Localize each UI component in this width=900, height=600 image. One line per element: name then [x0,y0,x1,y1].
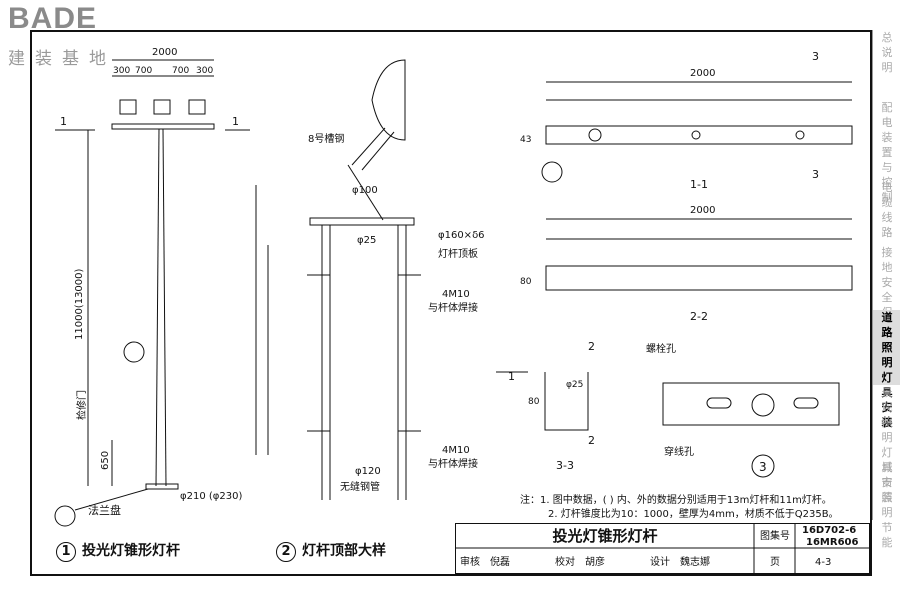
v1-section-right: 1 [232,115,239,128]
s33-mark-bottom: 2 [588,434,595,447]
note-2: 2. 灯杆锥度比为10：1000，壁厚为4mm，材质不低于Q235B。 [548,509,839,520]
s33-hole: φ25 [566,380,583,390]
s11-label: 1-1 [690,178,708,191]
d3-bolt-hole: 螺栓孔 [646,342,676,355]
s11-depth: 43 [520,135,531,145]
v1-base-h: 650 [100,451,111,470]
s22-label: 2-2 [690,310,708,323]
atlas-no-2: 16MR606 [806,537,859,548]
v1-base-dia: φ210 (φ230) [180,491,242,502]
s22-depth: 80 [520,277,532,287]
drawing-title: 投光灯锥形灯杆 [552,527,658,545]
v2-d100: φ100 [352,185,378,196]
sidebar-item-6[interactable]: 城市照明节能 [872,460,900,549]
v2-channel: 8号槽钢 [308,132,344,145]
v1-door-label: 检修门 [75,390,88,420]
page-no: 4-3 [815,557,832,568]
s33-mark-top: 2 [588,340,595,353]
atlas-no: 16D702-6 [802,525,857,536]
s33-label: 3-3 [556,459,574,472]
d3-wire-hole: 穿线孔 [664,445,694,458]
v2-d120: φ120 [355,466,381,477]
s11-mark-top: 3 [812,50,819,63]
v1-dim-d: 300 [196,66,213,76]
view1-caption: 1 投光灯锥形灯杆 [56,540,180,562]
checker: 胡彦 [585,557,605,568]
d3-num: 3 [759,460,767,474]
sidebar-item-0[interactable]: 总说明 [872,30,900,100]
v1-dim-b: 700 [135,66,152,76]
sidebar-item-2[interactable]: 电缆线路 [872,180,900,245]
v2-bolt: 4M10 [442,289,470,300]
view1-title: 投光灯锥形灯杆 [82,543,180,559]
designer: 魏志娜 [680,557,710,568]
sidebar-item-5[interactable]: 景观照明灯具安装 [872,385,900,504]
v1-flange: 法兰盘 [88,503,121,517]
view1-num: 1 [56,542,76,562]
design-label: 设计 [650,557,670,568]
s22-total: 2000 [690,205,715,216]
v2-tube: 无缝钢管 [340,480,380,493]
v2-bolt-2: 4M10 [442,445,470,456]
v1-dim-c: 700 [172,66,189,76]
sidebar-item-4[interactable]: 道路照明灯具安装 [872,310,900,429]
drawing-frame [30,30,872,576]
v2-plate: φ160×δ6 [438,230,485,241]
view2-title: 灯杆顶部大样 [302,543,386,559]
view2-num: 2 [276,542,296,562]
brand-logo: BADE [8,2,98,35]
s33-side: 1 [508,370,515,383]
v2-d25: φ25 [357,235,376,246]
s11-mark-bottom: 3 [812,168,819,181]
s33-depth: 80 [528,397,540,407]
note-1: 注：1. 图中数据，( ) 内、外的数据分别适用于13m灯杆和11m灯杆。 [520,495,832,506]
v1-dim-a: 300 [113,66,130,76]
v2-bolt-label-2: 与杆体焊接 [428,457,478,470]
brand-tagline: 建装基地 [8,49,116,69]
v2-plate-label: 灯杆顶板 [438,247,478,260]
v1-section-left: 1 [60,115,67,128]
atlas-label: 图集号 [760,531,790,542]
v1-height: 11000(13000) [74,268,85,340]
title-block [455,523,870,574]
reviewer: 倪磊 [490,557,510,568]
check-label: 校对 [555,557,575,568]
sidebar-item-1[interactable]: 配电装置与控制 [872,100,900,204]
view2-caption: 2 灯杆顶部大样 [276,540,386,562]
v1-dim-total: 2000 [152,47,177,58]
review-label: 审核 [460,557,480,568]
page-label: 页 [770,557,780,568]
v2-bolt-label: 与杆体焊接 [428,301,478,314]
s11-total: 2000 [690,68,715,79]
notes: 注：1. 图中数据，( ) 内、外的数据分别适用于13m灯杆和11m灯杆。 2.… [520,494,839,522]
